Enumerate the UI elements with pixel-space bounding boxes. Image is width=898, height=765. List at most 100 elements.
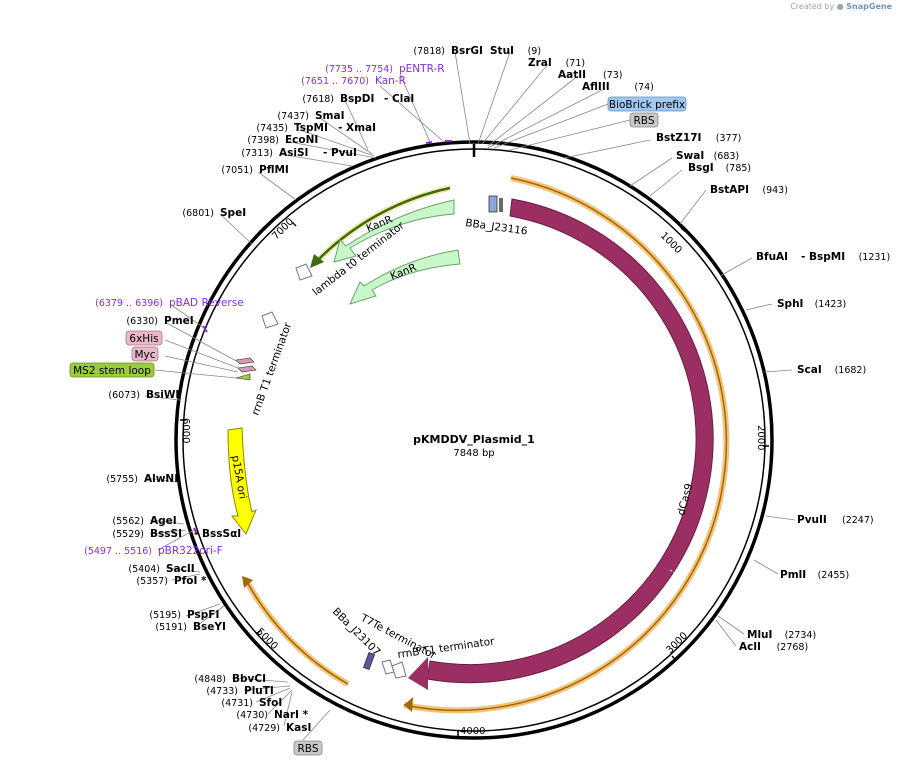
- site-name: PmlI: [780, 569, 806, 581]
- ruler-3000: 3000: [664, 630, 690, 656]
- ruler-2000: 2000: [755, 425, 766, 450]
- site-label-right: AclI (2768): [739, 641, 808, 653]
- bba-bottom-promoter: [362, 651, 376, 671]
- site-name: BspDI: [340, 93, 374, 105]
- plasmid-size: 7848 bp: [453, 448, 494, 459]
- kanr-arrow-inner: [349, 249, 461, 305]
- site-position: (6801): [182, 208, 214, 219]
- ruler-5000: 5000: [254, 626, 280, 652]
- site-label-left: (4730)NarI *: [236, 709, 308, 721]
- site-label-left: (7651 .. 7670) Kan-R: [301, 75, 406, 87]
- site-position: (71): [566, 58, 586, 69]
- site-position: (2455): [818, 570, 850, 581]
- site-label-right: PmlI (2455): [780, 569, 849, 581]
- site-position: (9): [528, 46, 541, 57]
- site-position: (7818): [413, 46, 445, 57]
- credit-text: Created by: [790, 2, 835, 11]
- ruler-4000: 4000: [460, 726, 485, 737]
- lambda-terminator-icon: [295, 263, 313, 281]
- site-name: ScaI: [797, 364, 822, 376]
- site-label-left: (5755)AlwNI: [106, 473, 178, 485]
- site-position: (7651 .. 7670): [301, 76, 369, 87]
- sites-right: StuI(9)ZraI(71)AatII(73)AflIII(74)BstZ17…: [490, 45, 890, 653]
- site-name: PvuII: [797, 514, 827, 526]
- site-label-left: (7618)BspDI- ClaI: [302, 93, 414, 105]
- site-label-right: PvuII (2247): [797, 514, 874, 526]
- feature-rrnb-left: rrnB T1 terminator: [250, 320, 295, 417]
- site-position: (4848): [194, 674, 226, 685]
- kanr-arrow-outer: [333, 199, 455, 263]
- myc-tag-label: Myc: [134, 349, 155, 361]
- site-position: (683): [714, 151, 740, 162]
- site-position: (5195): [149, 610, 181, 621]
- site-label-right: BsgI(785): [688, 162, 751, 174]
- site-position: (4733): [206, 686, 238, 697]
- site-position: (2768): [777, 642, 809, 653]
- biobrick-prefix-label: BioBrick prefix: [609, 99, 685, 111]
- site-label-left: (6379 .. 6396)pBAD Reverse: [95, 297, 244, 309]
- site-position: (5404): [128, 564, 160, 575]
- site-name: SacII: [166, 563, 195, 575]
- site-label-left: (4848)BbvCI: [194, 673, 266, 685]
- site-name: AclI: [739, 641, 761, 653]
- rrnb-left-terminator-icon: [261, 311, 279, 329]
- site-name: NarI *: [274, 709, 309, 721]
- site-name: BstZ17I: [656, 132, 701, 144]
- site-label-left: (6330)PmeI: [126, 315, 193, 327]
- site-label-left: (5497 .. 5516) pBR322ori-F: [84, 545, 223, 557]
- site-position: (7313): [241, 148, 273, 159]
- his-tag-icon: [235, 357, 255, 365]
- site-position: (1231): [859, 252, 891, 263]
- site-label-left: (5562) AgeI: [112, 515, 176, 527]
- snapgene-credit: Created by ● SnapGene: [790, 2, 892, 11]
- site-position: (6073): [108, 390, 140, 401]
- site-position: (377): [716, 133, 742, 144]
- site-name: MluI: [747, 629, 772, 641]
- site-name: SphI: [777, 298, 803, 310]
- site-label-left: (6073)BsiWI: [108, 389, 179, 401]
- site-name: PflMI: [259, 164, 289, 176]
- site-label-left: (7398)EcoNI: [247, 134, 318, 146]
- site-label-right: MluI(2734): [747, 629, 816, 641]
- feature-bba-top: BBa_J23116: [465, 217, 529, 238]
- site-label-left: (4731)SfoI: [221, 697, 282, 709]
- myc-tag-icon: [237, 365, 257, 373]
- site-name: pBAD Reverse: [169, 297, 244, 309]
- site-name: KasI: [286, 722, 311, 734]
- dcas9-arrowhead: [408, 657, 428, 690]
- site-position: (5562): [112, 516, 144, 527]
- site-label-right: ScaI (1682): [797, 364, 866, 376]
- site-label-right: BfuAI- BspMI(1231): [756, 251, 890, 263]
- site-name: AlwNI: [144, 473, 178, 485]
- site-name: PluTI: [244, 685, 274, 697]
- site-position: (5529): [112, 529, 144, 540]
- feature-bba-bottom: BBa_J23107: [330, 606, 383, 659]
- site-label-left: (4733) PluTI: [206, 685, 273, 697]
- site-position: (5191): [155, 622, 187, 633]
- site-name: PspFI: [187, 609, 219, 621]
- site-label-right: ZraI (71): [528, 57, 585, 69]
- site-name: AsiSI: [279, 147, 308, 159]
- site-position: (7435): [256, 123, 288, 134]
- site-name: Kan-R: [375, 75, 406, 87]
- site-label-right: SphI(1423): [777, 298, 846, 310]
- his-tag-label: 6xHis: [129, 333, 158, 345]
- site-alt-name: - BssSαI: [194, 528, 241, 540]
- site-name: SfoI: [259, 697, 282, 709]
- site-name: EcoNI: [285, 134, 318, 146]
- site-name: AatII: [558, 69, 586, 81]
- site-position: (1682): [835, 365, 867, 376]
- site-name: BsgI: [688, 162, 714, 174]
- pentr-marker: [425, 141, 433, 144]
- site-position: (5497 .. 5516): [84, 546, 152, 557]
- plasmid-backbone: [174, 140, 774, 740]
- site-name: pBR322ori-F: [158, 545, 223, 557]
- site-position: (2247): [842, 515, 874, 526]
- site-name: TspMI: [294, 122, 328, 134]
- site-name: BstAPI: [710, 184, 749, 196]
- site-name: BsrGI: [451, 45, 483, 57]
- kanr-features: [333, 199, 461, 305]
- site-name: ZraI: [528, 57, 552, 69]
- site-name: SmaI: [315, 110, 345, 122]
- site-name: AgeI: [150, 515, 177, 527]
